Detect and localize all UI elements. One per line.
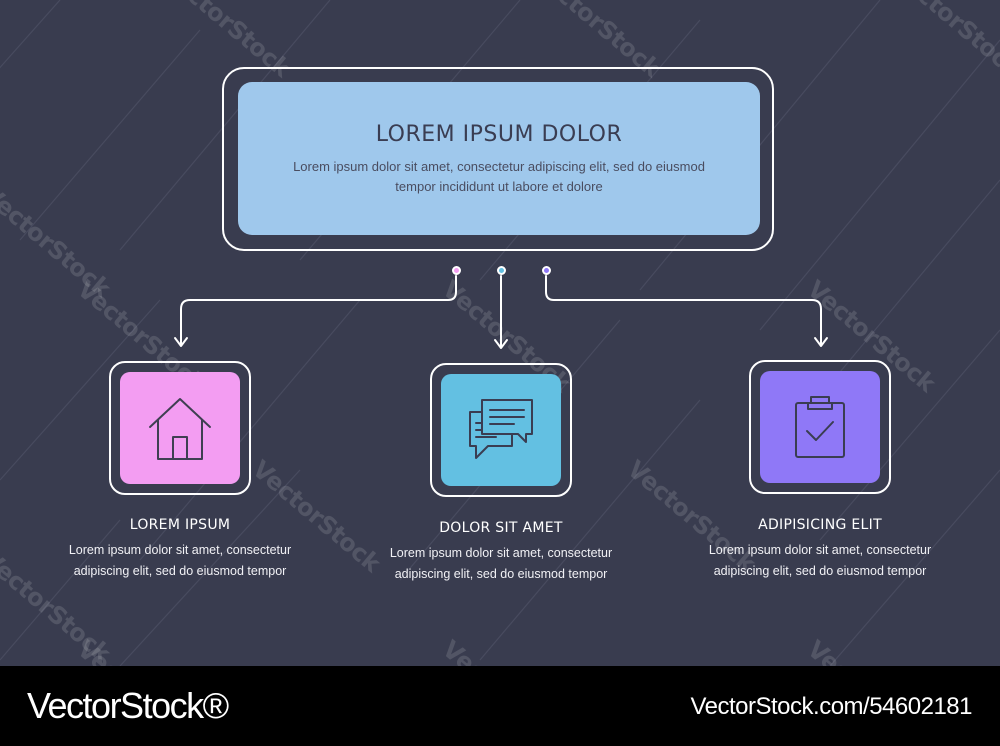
chat-bubbles-icon [469, 399, 533, 459]
top-box-frame [222, 67, 774, 251]
card-1 [120, 372, 240, 484]
card-1-text: Lorem ipsum dolor sit amet, consectetur … [68, 543, 292, 578]
connector-left [180, 275, 457, 346]
card-1-title: LOREM IPSUM [129, 517, 231, 533]
card-2 [441, 374, 561, 486]
footer-brand-logo: VectorStock® [27, 685, 229, 726]
card-3 [760, 371, 880, 483]
footer-image-id: VectorStock.com/54602181 [690, 693, 972, 720]
card-3-title: ADIPISICING ELIT [758, 517, 882, 533]
connector-right [545, 275, 822, 346]
connector-arrows [174, 275, 828, 349]
connector-dot-purple [542, 266, 551, 275]
card-3-text: Lorem ipsum dolor sit amet, consectetur … [708, 543, 932, 578]
background-stripes [0, 0, 1000, 666]
card-frame-2 [430, 363, 572, 497]
house-icon [149, 398, 211, 460]
card-2-text: Lorem ipsum dolor sit amet, consectetur … [389, 546, 613, 581]
card-2-title: DOLOR SIT AMET [439, 520, 563, 536]
diagram-canvas: VectorStock VectorStock VectorStock Vect… [0, 0, 1000, 666]
connector-dot-pink [452, 266, 461, 275]
card-frame-1 [109, 361, 251, 495]
arrowhead-right [814, 337, 828, 347]
footer-bar: VectorStock® VectorStock.com/54602181 [0, 666, 1000, 746]
top-box-title: LOREM IPSUM DOLOR [375, 122, 623, 147]
arrowhead-center [494, 339, 508, 349]
connector-dot-blue [497, 266, 506, 275]
arrowhead-left [174, 337, 188, 347]
top-box [238, 82, 760, 235]
clipboard-check-icon [795, 396, 845, 458]
top-box-text: Lorem ipsum dolor sit amet, consectetur … [293, 159, 705, 194]
card-frame-3 [749, 360, 891, 494]
